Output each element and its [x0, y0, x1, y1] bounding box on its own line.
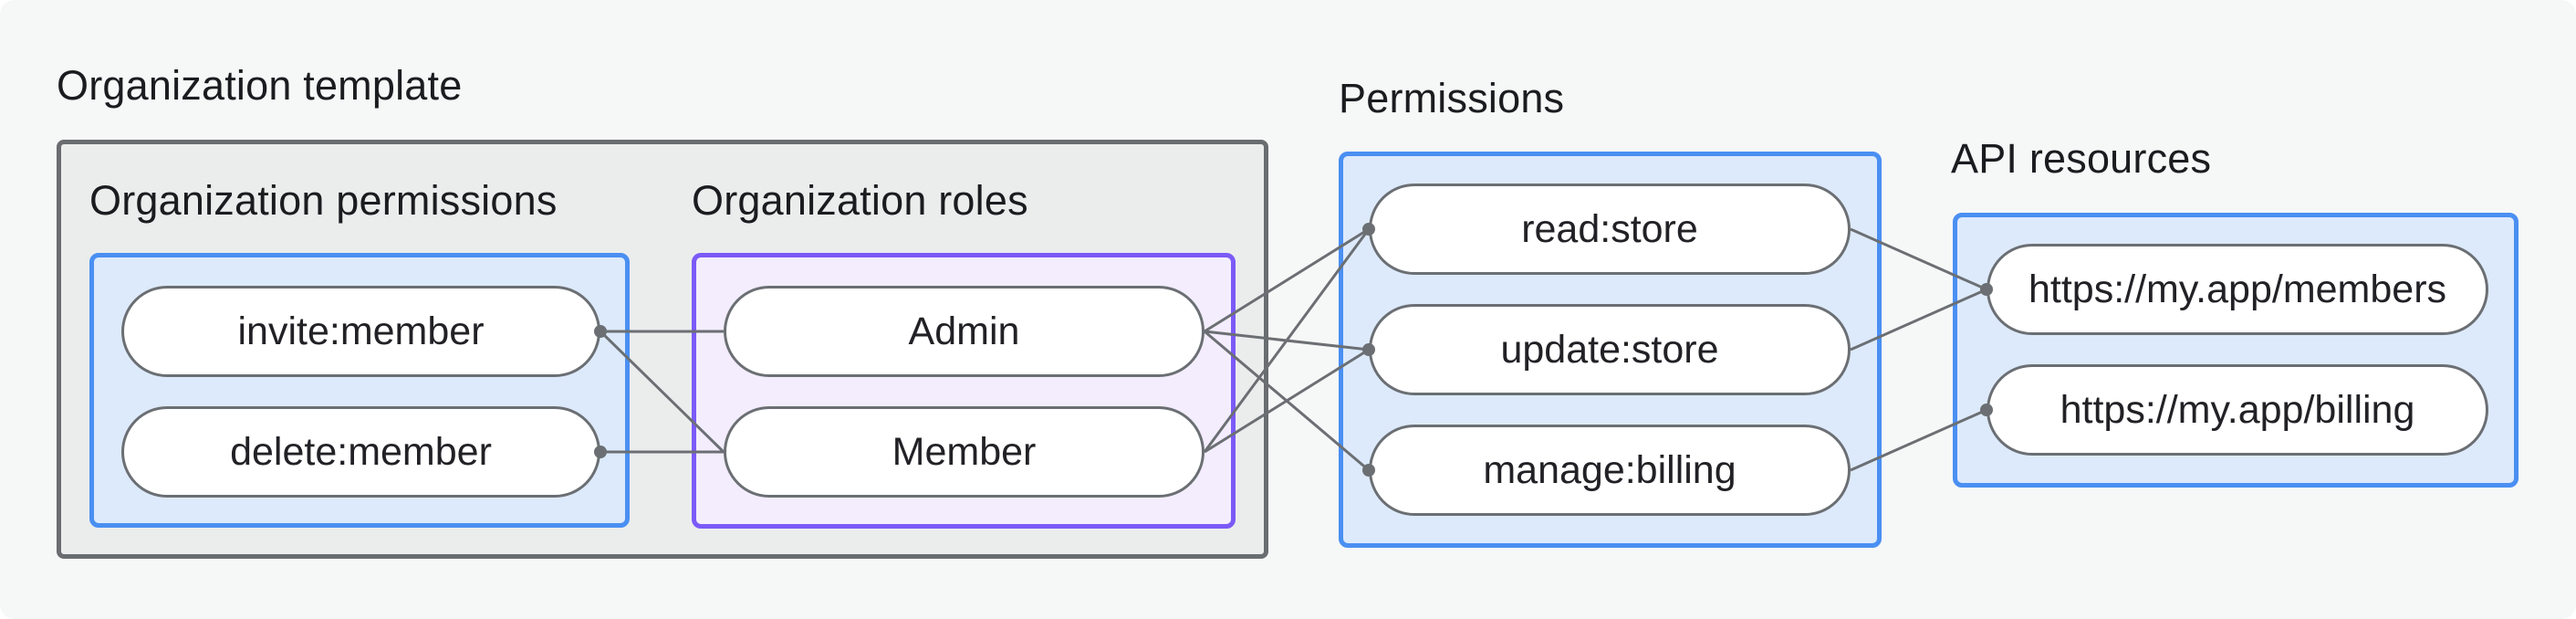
- node-delete-member: delete:member: [121, 406, 600, 498]
- org-permissions-label: Organization permissions: [89, 177, 558, 224]
- api-resources-label: API resources: [1951, 135, 2212, 182]
- node-admin: Admin: [724, 286, 1205, 377]
- node-invite-member: invite:member: [121, 286, 600, 377]
- node-manage-billing: manage:billing: [1369, 425, 1851, 516]
- node-member: Member: [724, 406, 1205, 498]
- node-billing-api-url: https://my.app/billing: [1987, 364, 2488, 456]
- node-members-api-url: https://my.app/members: [1987, 244, 2488, 335]
- node-update-store: update:store: [1369, 304, 1851, 395]
- org-roles-label: Organization roles: [692, 177, 1028, 224]
- organization-template-label: Organization template: [57, 62, 463, 109]
- permissions-label: Permissions: [1339, 75, 1565, 121]
- node-read-store: read:store: [1369, 184, 1851, 275]
